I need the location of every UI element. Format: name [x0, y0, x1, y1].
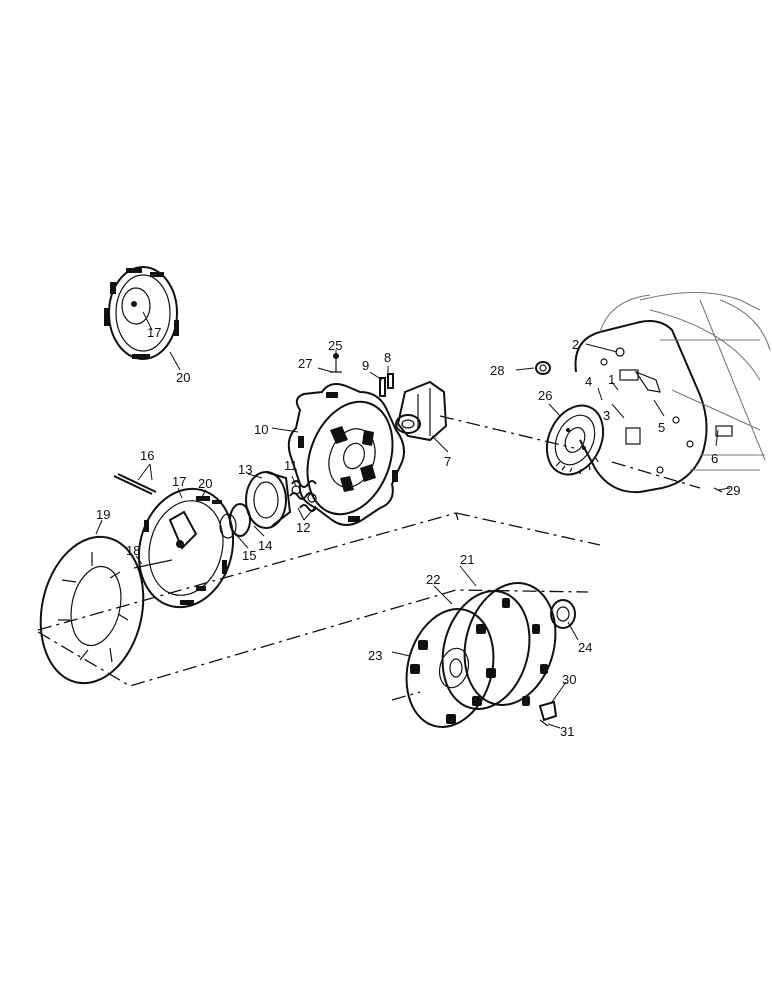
- callout-17-inset: 17: [147, 325, 161, 340]
- callout-5: 5: [658, 420, 665, 435]
- callout-12: 12: [296, 520, 310, 535]
- callout-30: 30: [562, 672, 576, 687]
- pilot-bearing: [550, 599, 576, 629]
- callout-27: 27: [298, 356, 312, 371]
- callout-9: 9: [362, 358, 369, 373]
- callout-14: 14: [258, 538, 272, 553]
- pressure-plate: [137, 487, 235, 609]
- axis-line: [391, 415, 701, 701]
- callout-2: 2: [572, 337, 579, 352]
- callout-29: 29: [726, 483, 740, 498]
- callout-28: 28: [490, 363, 504, 378]
- driven-disc-set: [405, 582, 557, 728]
- friction-disc-outer: [39, 535, 145, 685]
- leader-lines: [95, 311, 731, 729]
- callout-6: 6: [711, 451, 718, 466]
- flywheel-housing: [574, 292, 771, 494]
- flywheel-ring: [545, 404, 605, 476]
- callout-25: 25: [328, 338, 342, 353]
- assembly-outline-lower: [37, 512, 601, 687]
- release-bearing: [245, 471, 292, 529]
- callout-3: 3: [603, 408, 610, 423]
- inset-pressure-plate: [104, 266, 179, 360]
- callout-16: 16: [140, 448, 154, 463]
- callout-23: 23: [368, 648, 382, 663]
- callout-19: 19: [96, 507, 110, 522]
- callout-17: 17: [172, 474, 186, 489]
- callout-11: 11: [284, 458, 298, 473]
- callout-31: 31: [560, 724, 574, 739]
- release-bearing-carrier: [395, 380, 448, 442]
- callout-26: 26: [538, 388, 552, 403]
- callout-21: 21: [460, 552, 474, 567]
- callout-7: 7: [444, 454, 451, 469]
- callout-20: 20: [198, 476, 212, 491]
- plug-and-screw: [538, 700, 558, 727]
- callout-15: 15: [242, 548, 256, 563]
- callout-10: 10: [254, 422, 268, 437]
- callout-20-inset: 20: [176, 370, 190, 385]
- drive-pins: [113, 473, 173, 569]
- clutch-cover: [287, 383, 405, 526]
- lever-pins: [330, 353, 394, 397]
- callout-4: 4: [585, 374, 592, 389]
- callout-18: 18: [126, 543, 140, 558]
- callout-22: 22: [426, 572, 440, 587]
- callout-13: 13: [238, 462, 252, 477]
- callout-labels: 1 2 3 4 5 6 7 8 9 10 11 12 13 14 15 16 1…: [96, 325, 740, 739]
- callout-8: 8: [384, 350, 391, 365]
- callout-24: 24: [578, 640, 592, 655]
- callout-1: 1: [608, 372, 615, 387]
- seal-ring: [535, 361, 551, 375]
